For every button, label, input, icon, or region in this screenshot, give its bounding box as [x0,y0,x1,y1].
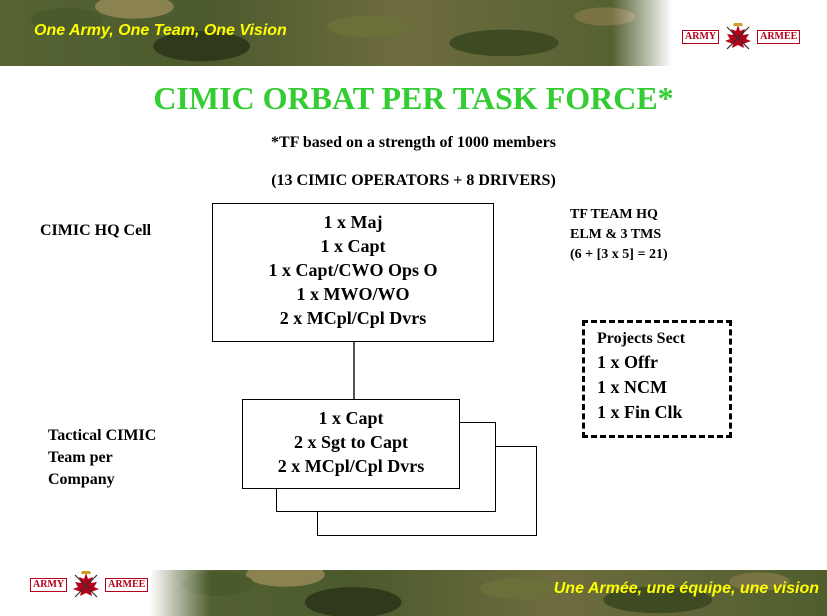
hq-cell-box: 1 x Maj 1 x Capt 1 x Capt/CWO Ops O 1 x … [212,203,494,342]
subtitle-strength: *TF based on a strength of 1000 members [271,134,556,151]
footer-motto: Une Armée, une équipe, une vision [553,580,819,597]
tf-team-line: ELM & 3 TMS [570,227,662,242]
hq-line: 1 x Capt/CWO Ops O [268,260,438,280]
maple-leaf-crown-icon [73,571,100,598]
tactical-label-line: Team per [48,449,113,466]
logo-armee-word: ARMÉE [757,30,801,44]
tactical-team-label: Tactical CIMIC Team per Company [48,425,208,491]
maple-leaf-crown-icon [725,23,752,50]
hq-to-team-connector [353,342,355,399]
page-title: CIMIC ORBAT PER TASK FORCE* [153,80,674,116]
projects-line: 1 x NCM [597,377,667,397]
subtitle-operators: (13 CIMIC OPERATORS + 8 DRIVERS) [271,172,556,189]
hq-line: 1 x Maj [323,212,383,232]
tactical-label-line: Tactical CIMIC [48,427,157,444]
hq-cell-label: CIMIC HQ Cell [40,222,152,239]
tf-team-line: TF TEAM HQ [570,207,658,222]
tf-team-line: (6 + [3 x 5] = 21) [570,247,668,262]
logo-armee-word: ARMÉE [105,578,149,592]
tactical-line: 2 x Sgt to Capt [293,432,408,452]
tactical-line: 1 x Capt [318,408,384,428]
army-logo-top: ARMY ARMÉE [682,22,801,52]
hq-line: 1 x Capt [320,236,386,256]
projects-line: 1 x Fin Clk [597,402,683,422]
tactical-line: 2 x MCpl/Cpl Dvrs [277,456,425,476]
header-motto: One Army, One Team, One Vision [34,22,287,39]
projects-sect-title: Projects Sect [597,330,686,347]
projects-line: 1 x Offr [597,352,658,372]
projects-sect-box: Projects Sect 1 x Offr 1 x NCM 1 x Fin C… [582,320,732,438]
header-banner: One Army, One Team, One Vision [0,0,672,66]
footer-banner: Une Armée, une équipe, une vision [150,570,827,616]
logo-army-word: ARMY [30,578,68,592]
logo-army-word: ARMY [682,30,720,44]
army-logo-bottom: ARMY ARMÉE [30,570,149,600]
hq-line: 2 x MCpl/Cpl Dvrs [279,308,427,328]
hq-line: 1 x MWO/WO [296,284,410,304]
tactical-label-line: Company [48,471,115,488]
tf-team-note: TF TEAM HQ ELM & 3 TMS (6 + [3 x 5] = 21… [570,205,668,265]
tactical-team-box: 1 x Capt 2 x Sgt to Capt 2 x MCpl/Cpl Dv… [242,399,460,489]
